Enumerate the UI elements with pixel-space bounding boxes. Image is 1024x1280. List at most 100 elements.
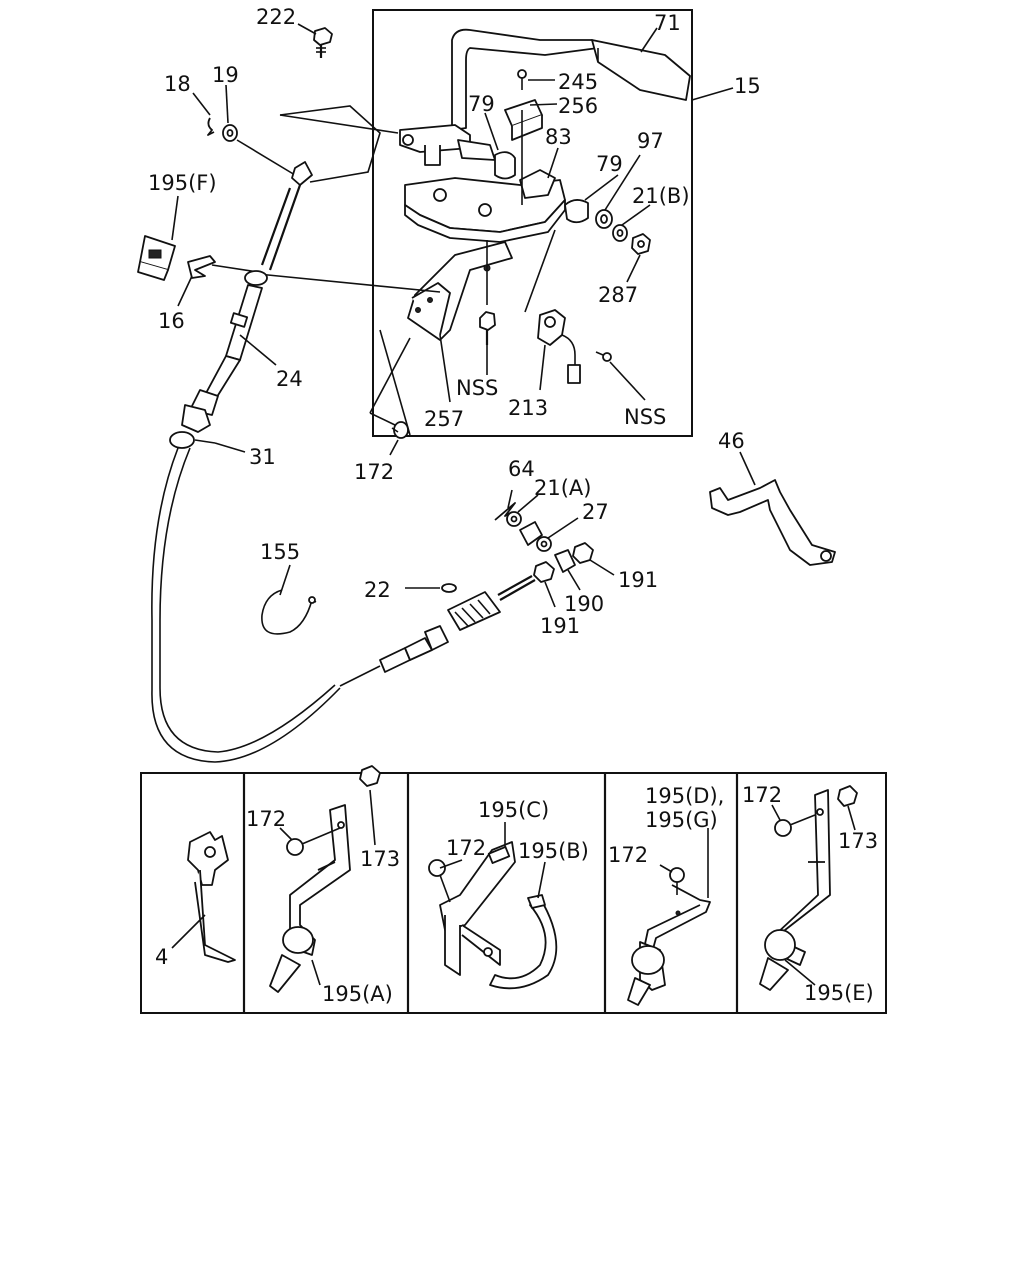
leader-p2-173 (369, 789, 376, 846)
fitting-190 (554, 549, 576, 573)
leader-222 (297, 23, 317, 35)
bushing-79-right (564, 199, 589, 224)
bolt-222 (313, 27, 333, 58)
main-bracket (404, 169, 566, 243)
assembly-15-frame (372, 9, 693, 437)
callout-256: 256 (558, 94, 598, 118)
panel4-callout-195d: 195(D), (645, 784, 724, 808)
panel3-callout-195b: 195(B) (518, 839, 589, 863)
panel5-callout-173: 173 (838, 829, 878, 853)
bracket-257 (407, 241, 513, 341)
panel4-callout-195g: 195(G) (645, 808, 718, 832)
cable-outer-loop-inner (159, 447, 336, 753)
callout-21a: 21(A) (534, 476, 591, 500)
washer-97 (595, 209, 613, 229)
callout-191-lower: 191 (540, 614, 580, 638)
swivel-31 (169, 404, 216, 449)
leader-79a (484, 112, 499, 151)
leader-p1-4 (171, 914, 206, 949)
leader-lever-cable (279, 114, 399, 134)
leader-155 (279, 564, 291, 596)
callout-155: 155 (260, 540, 300, 564)
callout-71: 71 (654, 11, 681, 35)
leader-257 (439, 334, 451, 403)
callout-83: 83 (545, 125, 572, 149)
panel5-nut-173 (837, 785, 858, 807)
callout-97: 97 (637, 129, 664, 153)
callout-287: 287 (598, 283, 638, 307)
ref-lines-cable-lever (279, 105, 381, 183)
cable-24 (189, 270, 268, 416)
panel5-callout-172: 172 (742, 783, 782, 807)
washer-27 (536, 536, 552, 552)
panel2-callout-195a: 195(A) (322, 982, 393, 1006)
panel3-bracket-195c (428, 841, 516, 976)
callout-213: 213 (508, 396, 548, 420)
leader-195f (171, 195, 179, 241)
plate-27 (519, 521, 543, 546)
callout-24: 24 (276, 367, 303, 391)
callout-190: 190 (564, 592, 604, 616)
leader-83 (547, 147, 559, 179)
panel5-bracket-195e (759, 789, 831, 991)
panel1-bracket-4 (187, 831, 236, 963)
clip-22 (441, 583, 457, 593)
leader-p4-172 (659, 864, 673, 873)
cable-upper-end (260, 161, 313, 271)
leader-256 (529, 103, 558, 106)
leader-19 (225, 84, 229, 124)
callout-27: 27 (582, 500, 609, 524)
callout-79-right: 79 (596, 152, 623, 176)
leader-p2-195a (311, 959, 321, 986)
leader-p2-172 (279, 827, 293, 841)
clip-16 (187, 255, 216, 279)
leader-97 (604, 154, 641, 211)
callout-79-left: 79 (468, 92, 495, 116)
screw-245 (517, 69, 527, 90)
leader-190 (567, 569, 581, 591)
panel2-callout-172: 172 (246, 807, 286, 831)
callout-16: 16 (158, 309, 185, 333)
callout-222: 222 (256, 5, 296, 29)
panel2-nut-173 (359, 765, 381, 787)
panel3-strap-195b (489, 894, 558, 990)
leader-21a (517, 494, 539, 513)
panel3-callout-172: 172 (446, 836, 486, 860)
leader-79b (584, 174, 619, 201)
detail-panels-frame (140, 772, 887, 1014)
leader-p5-195e (784, 959, 816, 986)
callout-15: 15 (734, 74, 761, 98)
leader-clip-cable (211, 264, 259, 273)
panel4-callout-172: 172 (608, 843, 648, 867)
leader-p3-195b (537, 861, 546, 899)
callout-191-upper: 191 (618, 568, 658, 592)
leader-64 (507, 489, 513, 509)
leader-sensor-wire (524, 229, 556, 313)
bolt-nss-upper (479, 311, 496, 345)
leader-24 (239, 334, 277, 366)
clip-18 (207, 117, 215, 136)
cable-outer-loop (151, 447, 341, 763)
leader-cable-bracket (257, 273, 441, 293)
leader-p5-173 (847, 805, 856, 831)
leader-71 (640, 27, 658, 53)
leader-191a (589, 559, 615, 576)
panel2-callout-173: 173 (360, 847, 400, 871)
callout-nss-upper: NSS (456, 376, 498, 400)
panel4-bracket-195d (627, 867, 711, 1006)
callout-172: 172 (354, 460, 394, 484)
nut-287 (631, 233, 651, 255)
washer-21b (612, 224, 628, 242)
leader-191b (544, 581, 556, 608)
callout-245: 245 (558, 70, 598, 94)
callout-31: 31 (249, 445, 276, 469)
nut-191-lower (533, 561, 555, 583)
callout-18: 18 (164, 72, 191, 96)
leader-bracket-172-a (369, 337, 411, 414)
leader-172 (389, 439, 399, 456)
callout-19: 19 (212, 63, 239, 87)
panel1-callout-4: 4 (155, 945, 168, 969)
leader-16 (177, 275, 193, 307)
panel2-bracket-195a (269, 804, 351, 993)
